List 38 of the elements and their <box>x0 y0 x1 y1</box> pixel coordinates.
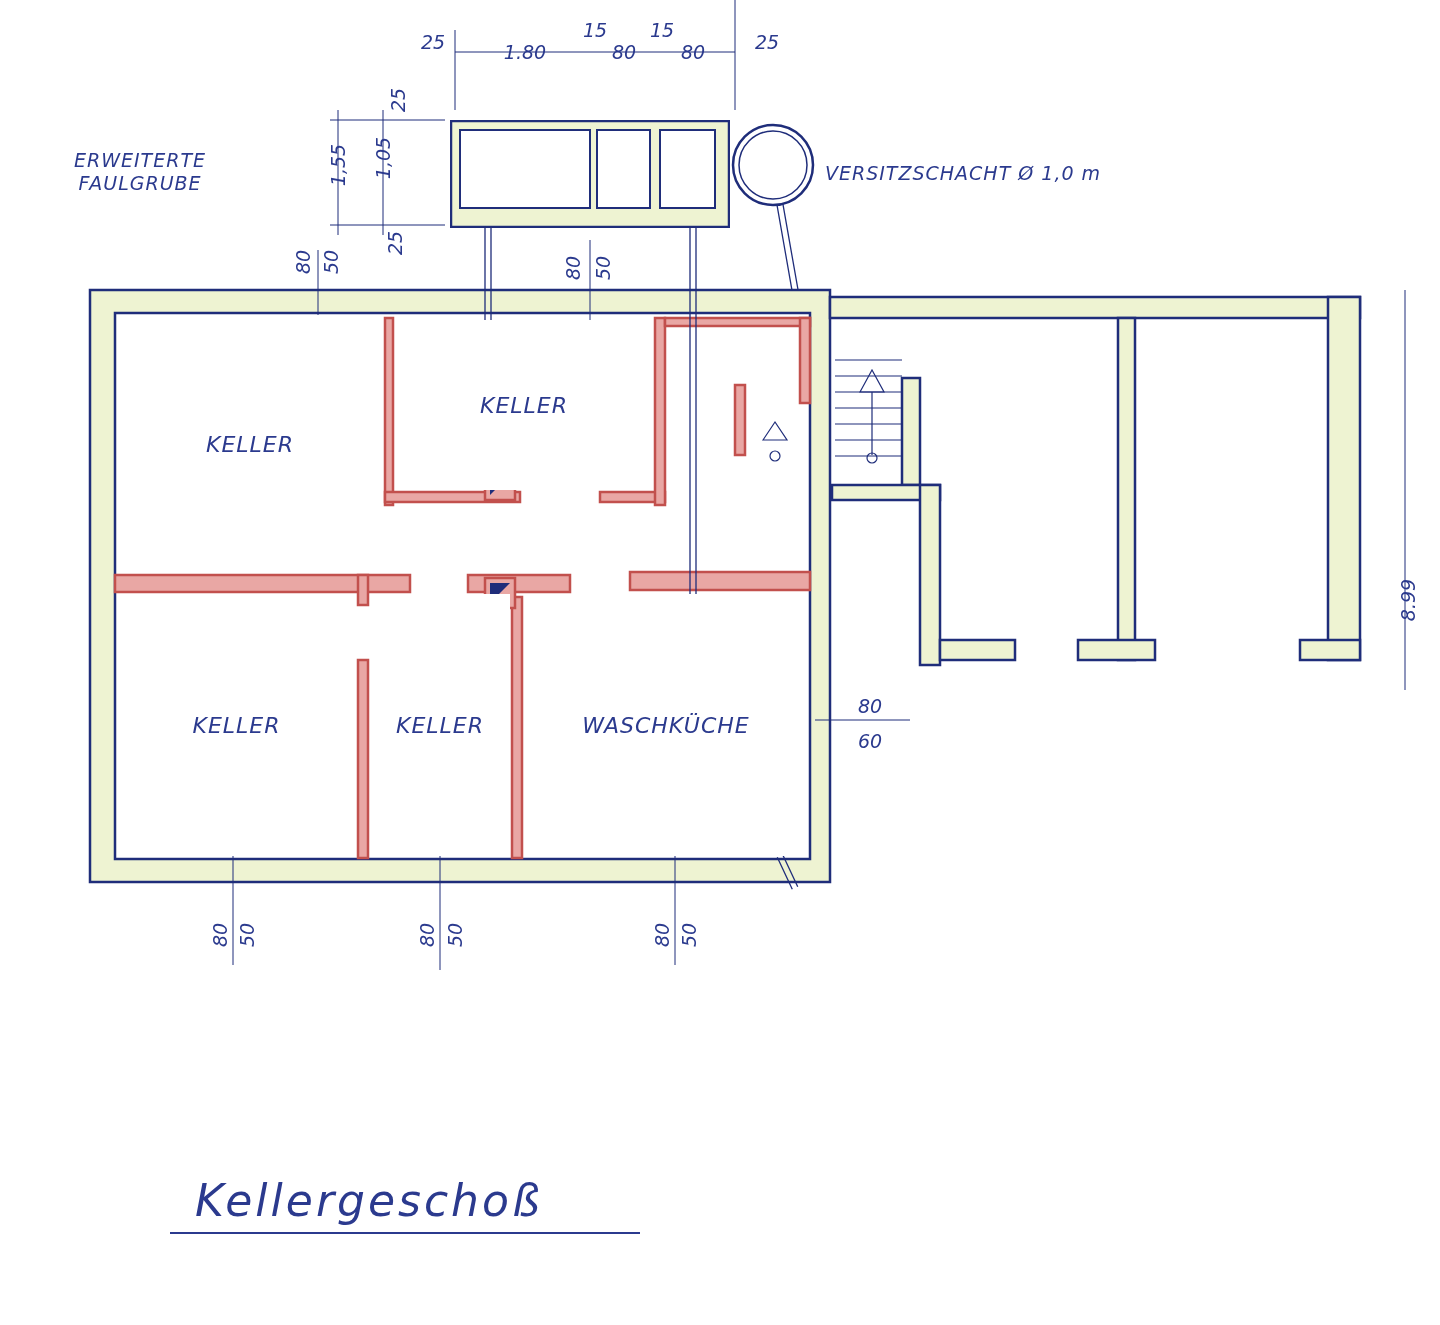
dimension-value: 25 <box>388 87 408 113</box>
dimension-value: 50 <box>445 922 465 948</box>
dimension-value: 80 <box>417 922 437 948</box>
drawing-title: Kellergeschoß <box>170 1175 640 1234</box>
room-name: KELLER <box>191 712 282 738</box>
septic-tank <box>450 120 730 228</box>
room-name: WASCHKÜCHE <box>581 712 751 738</box>
dimension-value: 15 <box>649 20 675 40</box>
dimension-value: 25 <box>420 32 446 52</box>
dimension-value: 50 <box>237 922 257 948</box>
dimension-value: 1,55 <box>328 143 348 187</box>
dimension-value: 80 <box>611 42 637 62</box>
dimension-value: 80 <box>857 696 883 716</box>
drain-pipe <box>484 227 492 321</box>
dimension-value: 50 <box>679 922 699 948</box>
dimension-value: 50 <box>593 255 613 281</box>
dimension-value: 80 <box>652 922 672 948</box>
dimension-value: 80 <box>563 255 583 281</box>
dimension-value: 8.99 <box>1398 578 1418 622</box>
dimension-value: 25 <box>754 32 780 52</box>
dimension-value: 25 <box>385 230 405 256</box>
drain-pipe <box>776 854 799 890</box>
drain-pipe <box>689 227 697 595</box>
drain-pipe <box>776 203 799 292</box>
dimension-value: ERWEITERTE FAULGRUBE <box>73 149 207 195</box>
dimension-value: 80 <box>680 42 706 62</box>
dimension-value: 1,05 <box>373 136 393 180</box>
room-name: KELLER <box>395 712 485 738</box>
dimension-value: 50 <box>321 249 341 275</box>
dimension-value: 15 <box>582 20 608 40</box>
callout-text: VERSITZSCHACHT Ø 1,0 m <box>825 162 1103 185</box>
dimension-value: 80 <box>293 249 313 275</box>
dimension-value: 60 <box>857 731 883 751</box>
room-name: KELLER <box>479 392 569 418</box>
room-name: KELLER <box>205 431 295 457</box>
seepage-shaft <box>731 123 815 207</box>
dimension-value: 80 <box>210 922 230 948</box>
dimension-value: 1.80 <box>503 42 547 62</box>
